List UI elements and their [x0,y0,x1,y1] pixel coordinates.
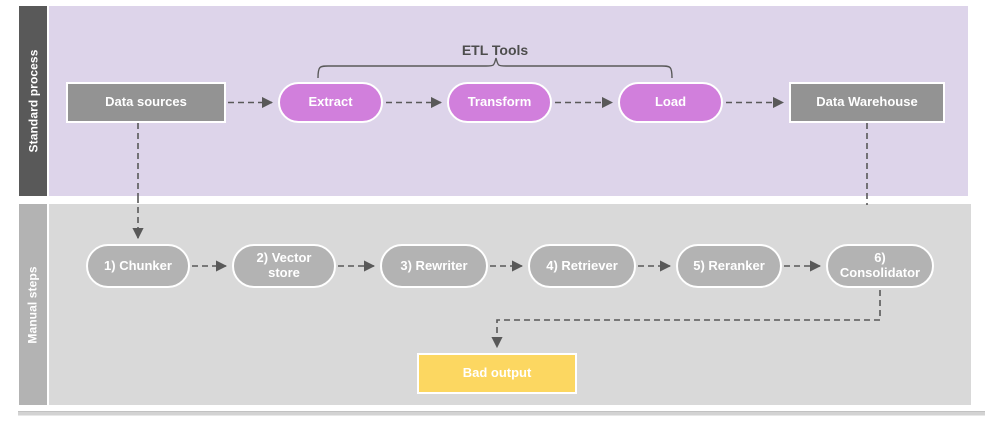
node-chunker[interactable]: 1) Chunker [86,244,190,288]
lane-label-standard-process-text: Standard process [26,49,40,153]
node-reranker[interactable]: 5) Reranker [676,244,782,288]
lane-label-manual-steps: Manual steps [18,203,48,406]
node-rewriter[interactable]: 3) Rewriter [380,244,488,288]
node-retriever[interactable]: 4) Retriever [528,244,636,288]
node-bad-output[interactable]: Bad output [417,353,577,394]
lane-label-manual-steps-text: Manual steps [26,265,41,344]
node-vector-store[interactable]: 2) Vector store [232,244,336,288]
node-data-warehouse[interactable]: Data Warehouse [789,82,945,123]
etl-tools-group-label: ETL Tools [461,42,529,58]
node-transform[interactable]: Transform [447,82,552,123]
bottom-divider [18,411,985,416]
node-load[interactable]: Load [618,82,723,123]
node-consolidator[interactable]: 6) Consolidator [826,244,934,288]
lane-label-standard-process: Standard process [18,5,48,197]
node-data-sources[interactable]: Data sources [66,82,226,123]
node-extract[interactable]: Extract [278,82,383,123]
